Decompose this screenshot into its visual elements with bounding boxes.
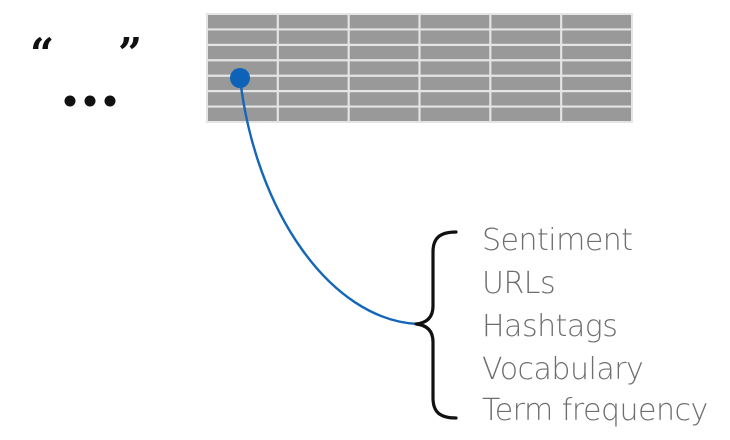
feature-group-brace	[414, 230, 458, 420]
feature-label: Sentiment	[482, 223, 633, 258]
feature-label: URLs	[482, 266, 555, 301]
feature-list: Sentiment URLs Hashtags Vocabulary Term …	[482, 223, 708, 428]
data-table-grid	[206, 13, 633, 123]
ellipsis-dot	[84, 95, 96, 107]
connector-curve	[238, 77, 419, 326]
open-quote-mark: “	[30, 29, 54, 78]
feature-label: Vocabulary	[482, 352, 643, 387]
selected-cell-node	[230, 68, 250, 88]
feature-label: Term frequency	[482, 393, 708, 428]
ellipsis-dot	[104, 95, 116, 107]
feature-label: Hashtags	[482, 309, 617, 344]
ellipsis-dot	[64, 95, 76, 107]
close-quote-mark: ”	[118, 29, 142, 78]
quote-symbol: “ ”	[30, 29, 142, 107]
